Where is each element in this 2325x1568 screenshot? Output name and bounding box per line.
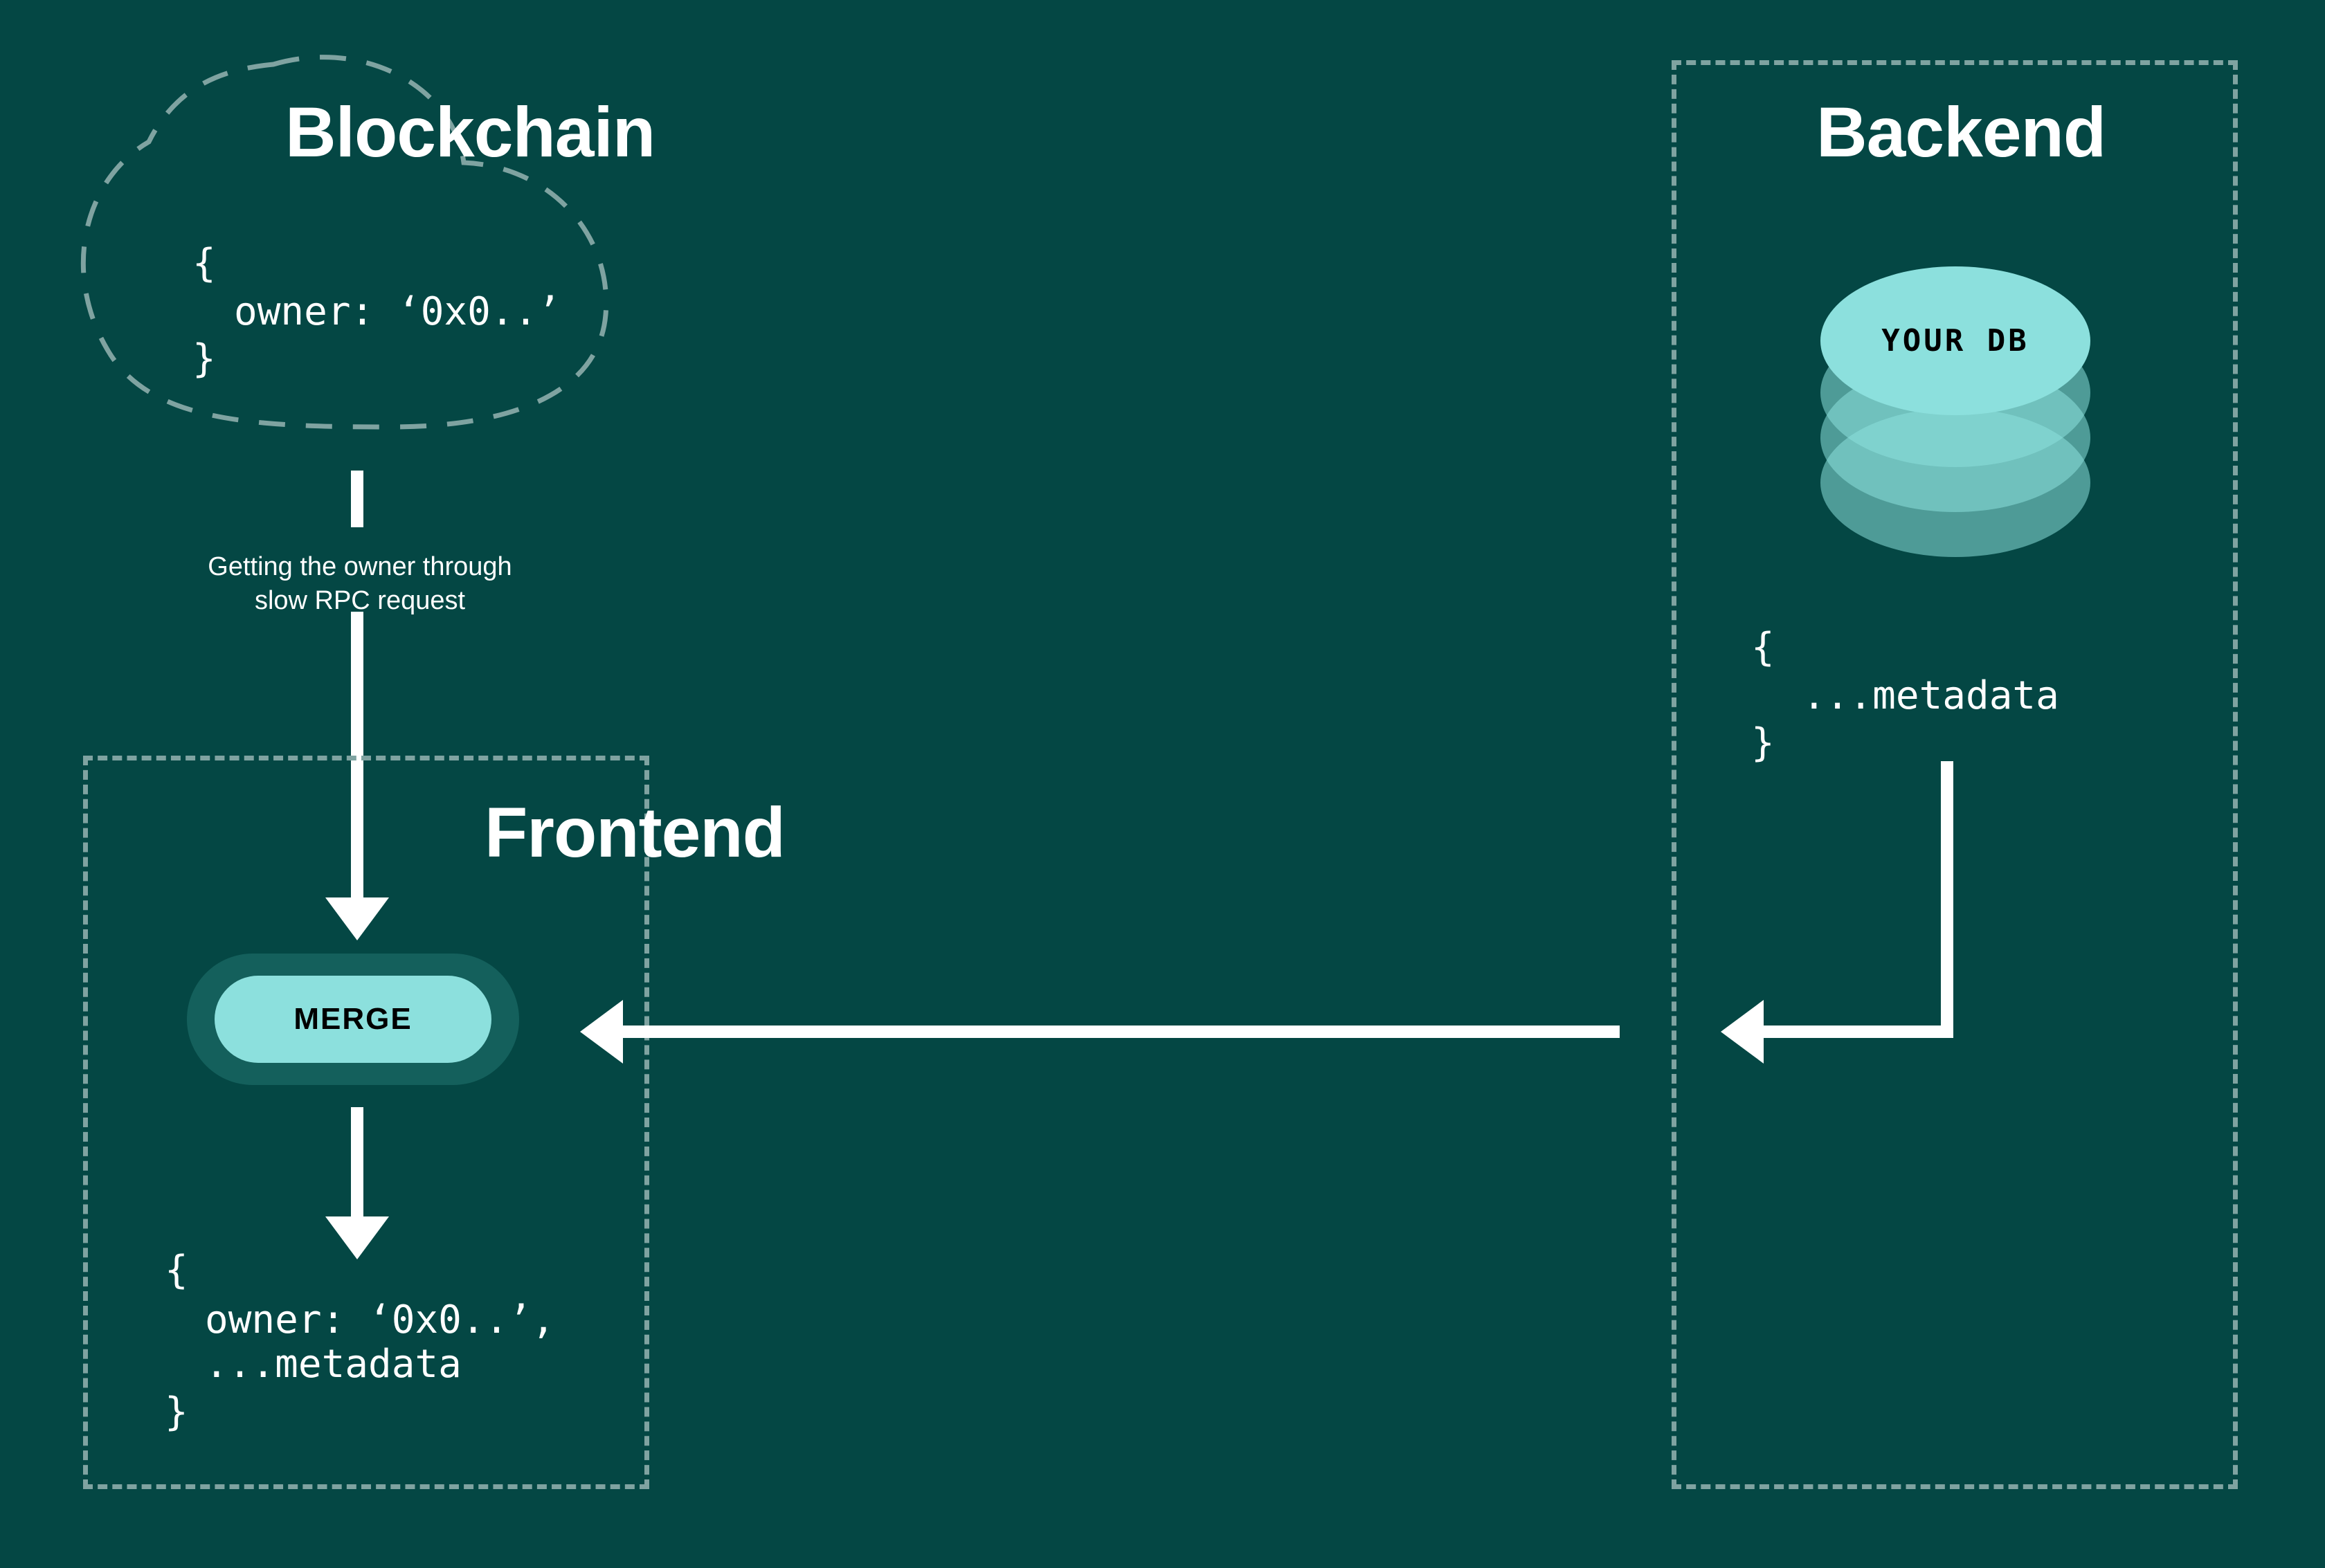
frontend-container xyxy=(83,756,649,1489)
backend-arrow-head-icon xyxy=(1721,1000,1764,1064)
frontend-code-owner-line: owner: ‘0x0..’, xyxy=(205,1297,555,1342)
backend-container xyxy=(1672,60,2238,1489)
backend-code-open-brace: { xyxy=(1751,625,1775,670)
rpc-caption-line-1: Getting the owner through xyxy=(208,552,512,581)
rpc-caption: Getting the owner through slow RPC reque… xyxy=(204,550,516,617)
blockchain-code-open-brace: { xyxy=(192,241,216,286)
blockchain-code-owner-line: owner: ‘0x0..’ xyxy=(234,289,561,334)
database-disc-1 xyxy=(1820,266,2090,415)
backend-to-merge-arrow-shaft xyxy=(623,1025,1620,1038)
backend-title: Backend xyxy=(1816,93,2106,172)
merge-button-label: MERGE xyxy=(293,1002,413,1036)
database-label: YOUR DB xyxy=(1881,323,2029,358)
backend-code-close-brace: } xyxy=(1751,720,1775,765)
merge-output-arrow-shaft xyxy=(351,1107,363,1218)
merge-output-arrow-head-icon xyxy=(325,1216,389,1259)
blockchain-code-close-brace: } xyxy=(192,336,216,381)
backend-code-metadata-line: ...metadata xyxy=(1802,673,2059,718)
rpc-arrow-shaft xyxy=(351,612,363,899)
rpc-arrow-stub xyxy=(351,471,363,527)
frontend-code-open-brace: { xyxy=(165,1248,188,1293)
frontend-title: Frontend xyxy=(485,793,786,872)
blockchain-cloud xyxy=(66,45,647,432)
backend-arrow-horizontal-shaft xyxy=(1764,1025,1953,1038)
backend-arrow-vertical-shaft xyxy=(1941,761,1953,1038)
database-icon: YOUR DB xyxy=(1820,266,2090,557)
frontend-code-close-brace: } xyxy=(165,1389,188,1434)
backend-to-merge-arrow-head-icon xyxy=(580,1000,623,1064)
rpc-caption-line-2: slow RPC request xyxy=(254,585,466,615)
merge-button[interactable]: MERGE xyxy=(215,976,491,1063)
rpc-arrow-head-icon xyxy=(325,897,389,940)
blockchain-title: Blockchain xyxy=(285,93,655,172)
frontend-code-metadata-line: ...metadata xyxy=(205,1342,462,1387)
